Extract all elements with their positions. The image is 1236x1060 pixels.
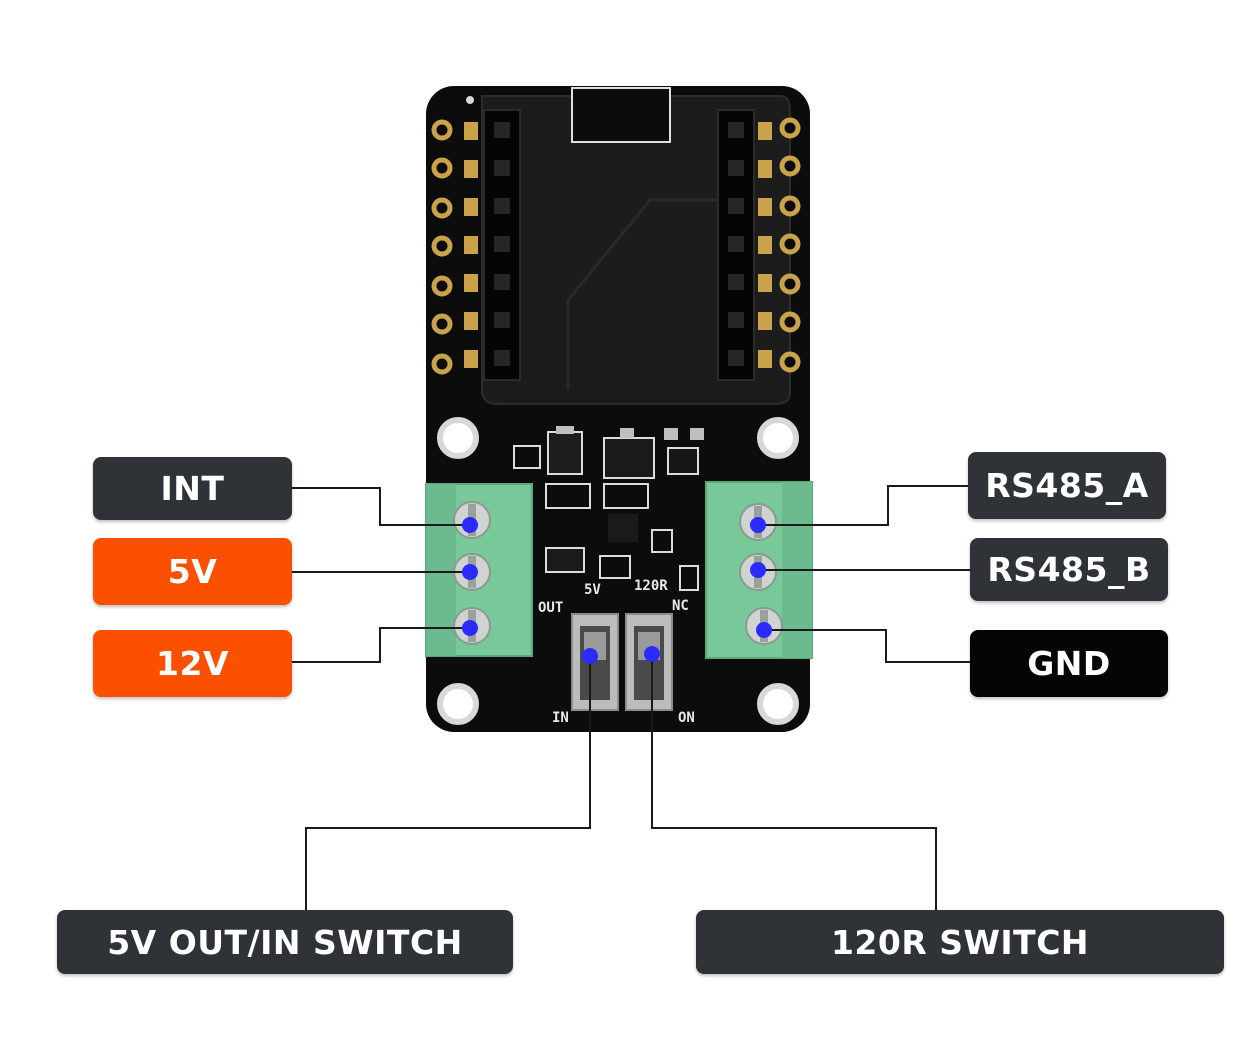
marker-rs485-b [750, 562, 766, 578]
label-rs485-a: RS485_A [968, 452, 1166, 519]
marker-120r-switch [644, 646, 660, 662]
marker-rs485-a [750, 517, 766, 533]
label-5v: 5V [93, 538, 292, 605]
right-header-socket [717, 109, 755, 381]
marker-int [462, 517, 478, 533]
label-rs485-b: RS485_B [970, 538, 1168, 601]
label-gnd: GND [970, 630, 1168, 697]
silk-in: IN [552, 710, 569, 726]
marker-12v [462, 620, 478, 636]
marker-5v [462, 564, 478, 580]
label-5v-out-in-switch: 5V OUT/IN SWITCH [57, 910, 513, 974]
left-header-socket [483, 109, 521, 381]
marker-5v-switch [582, 648, 598, 664]
terminal-block-left [425, 483, 533, 657]
silk-nc: NC [672, 598, 689, 614]
leader-lines [292, 485, 970, 910]
marker-gnd [756, 622, 772, 638]
label-12v: 12V [93, 630, 292, 697]
leader-gnd [764, 629, 970, 663]
silk-5v: 5V [584, 582, 601, 598]
silk-120r: 120R [634, 578, 668, 594]
mounting-holes [437, 417, 799, 725]
leader-120r-switch [651, 654, 937, 910]
silk-out: OUT [538, 600, 563, 616]
leader-rs485-a [758, 485, 968, 526]
right-gpio-pads [779, 117, 801, 373]
left-gpio-pads [431, 119, 453, 375]
label-int: INT [93, 457, 292, 520]
label-120r-switch: 120R SWITCH [696, 910, 1224, 974]
silk-on: ON [678, 710, 695, 726]
smd-components [513, 426, 704, 591]
pcb-board: 5V 120R OUT NC IN ON [425, 86, 813, 732]
leader-5v-switch [305, 656, 591, 910]
pin-markers [462, 517, 772, 664]
slide-switch-120r[interactable] [625, 613, 673, 711]
leader-int [292, 487, 470, 526]
leader-12v [292, 627, 470, 663]
